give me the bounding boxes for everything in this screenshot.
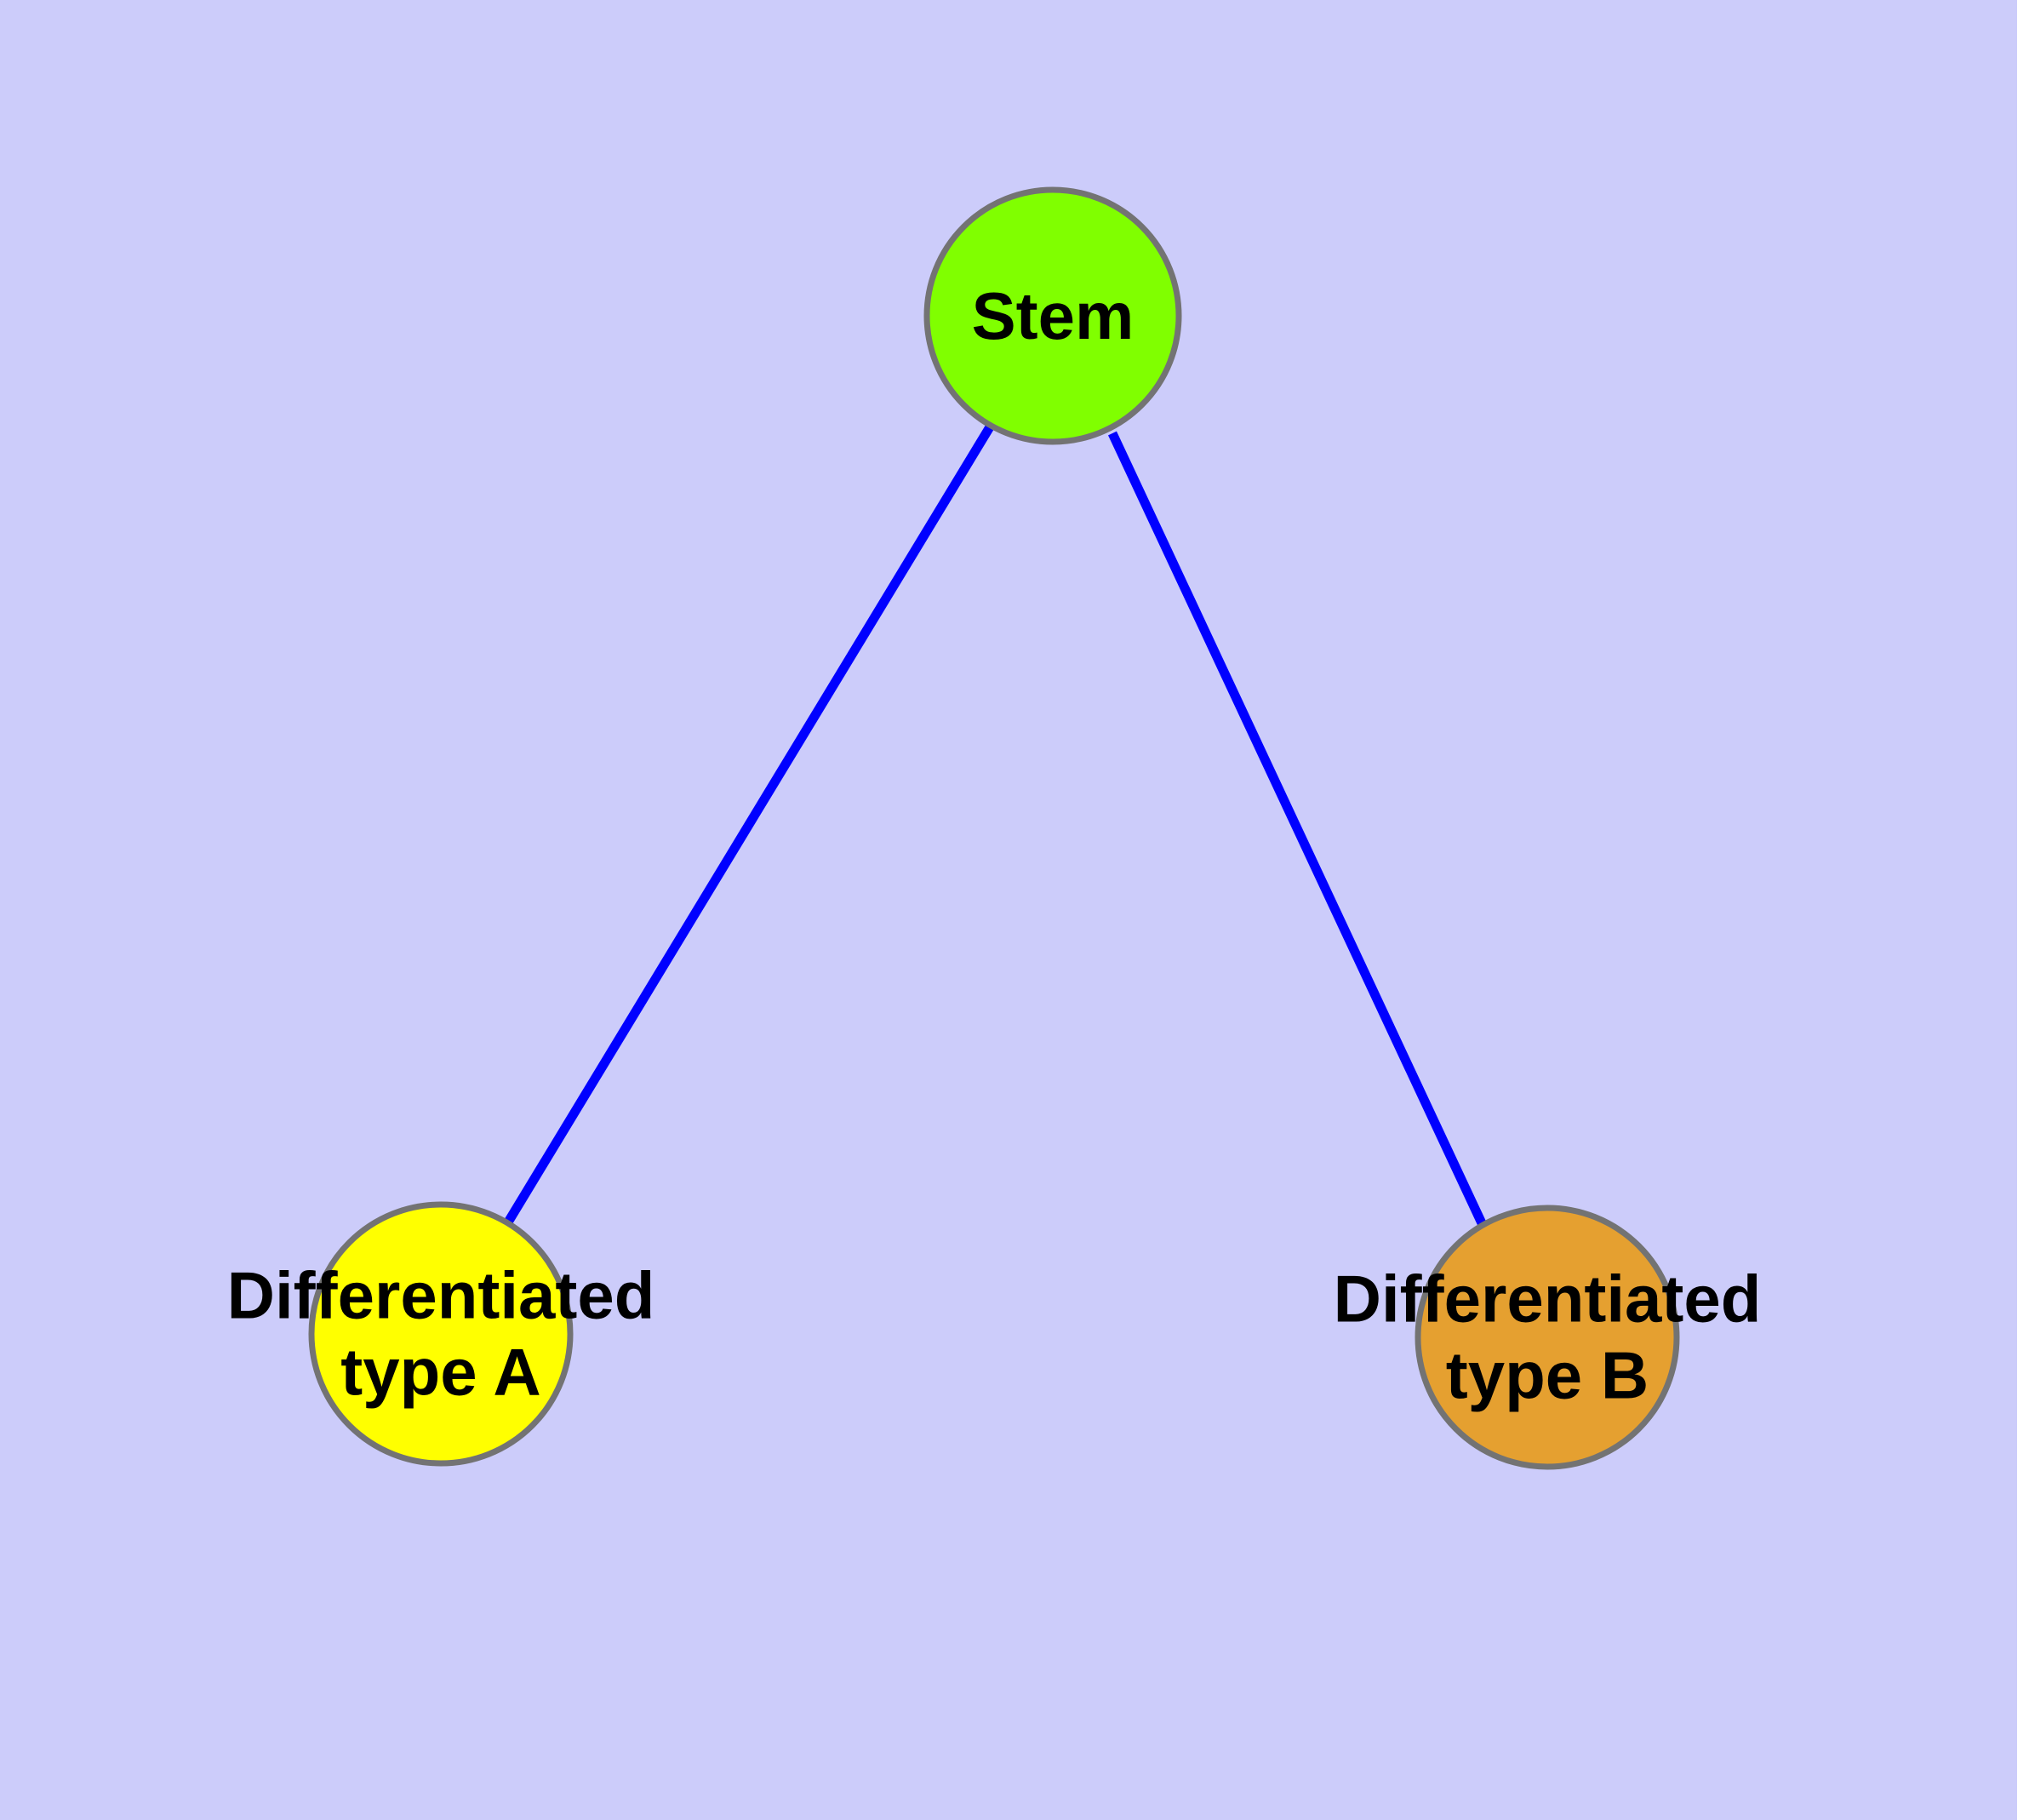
- edges-group: [505, 423, 1487, 1228]
- nodes-group: [308, 186, 1680, 1470]
- graph-node-stem[interactable]: [923, 186, 1182, 445]
- graph-edge-stem-to-diff-b: [1108, 431, 1487, 1228]
- graph-node-diff-b[interactable]: [1415, 1205, 1680, 1470]
- graph-node-diff-a[interactable]: [308, 1201, 574, 1467]
- graph-edge-stem-to-diff-a: [505, 423, 995, 1223]
